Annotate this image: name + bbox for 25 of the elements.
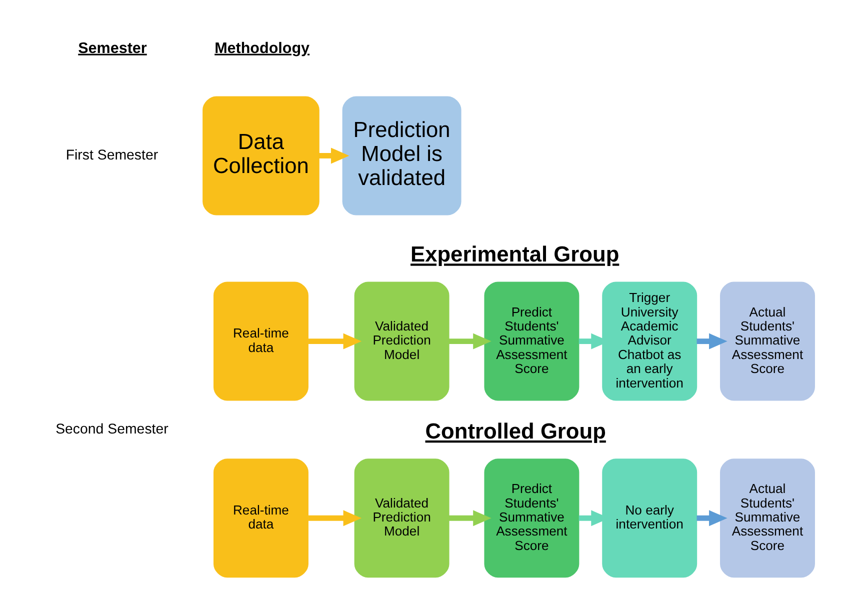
- node-box: Data Collection: [202, 96, 320, 216]
- arrow: [696, 333, 728, 350]
- node-box: Trigger University Academic Advisor Chatbot as an early intervention: [602, 282, 698, 401]
- label: Experimental Group: [410, 242, 620, 267]
- node-box: Predict Students' Summative Assessment Score: [484, 282, 580, 401]
- node-box: No early intervention: [602, 458, 698, 578]
- arrow: [318, 148, 350, 164]
- node-box: Actual Students' Summative Assessment Score: [720, 282, 815, 401]
- arrow: [308, 333, 362, 350]
- arrow: [696, 510, 728, 526]
- node-box: Real-time data: [214, 282, 308, 401]
- node-box: Real-time data: [214, 458, 308, 578]
- arrow: [449, 333, 492, 350]
- node-box: Prediction Model is validated: [342, 96, 462, 216]
- node-box: Actual Students' Summative Assessment Score: [720, 458, 815, 578]
- arrow: [308, 510, 362, 526]
- label: Methodology: [214, 40, 310, 57]
- node-box: Validated Prediction Model: [354, 282, 450, 401]
- node-box: Validated Prediction Model: [354, 458, 450, 578]
- label: First Semester: [66, 147, 158, 164]
- arrow: [449, 510, 492, 526]
- label: Semester: [78, 40, 147, 57]
- node-box: Predict Students' Summative Assessment Score: [484, 458, 580, 578]
- label: Second Semester: [56, 421, 168, 438]
- label: Controlled Group: [425, 418, 606, 444]
